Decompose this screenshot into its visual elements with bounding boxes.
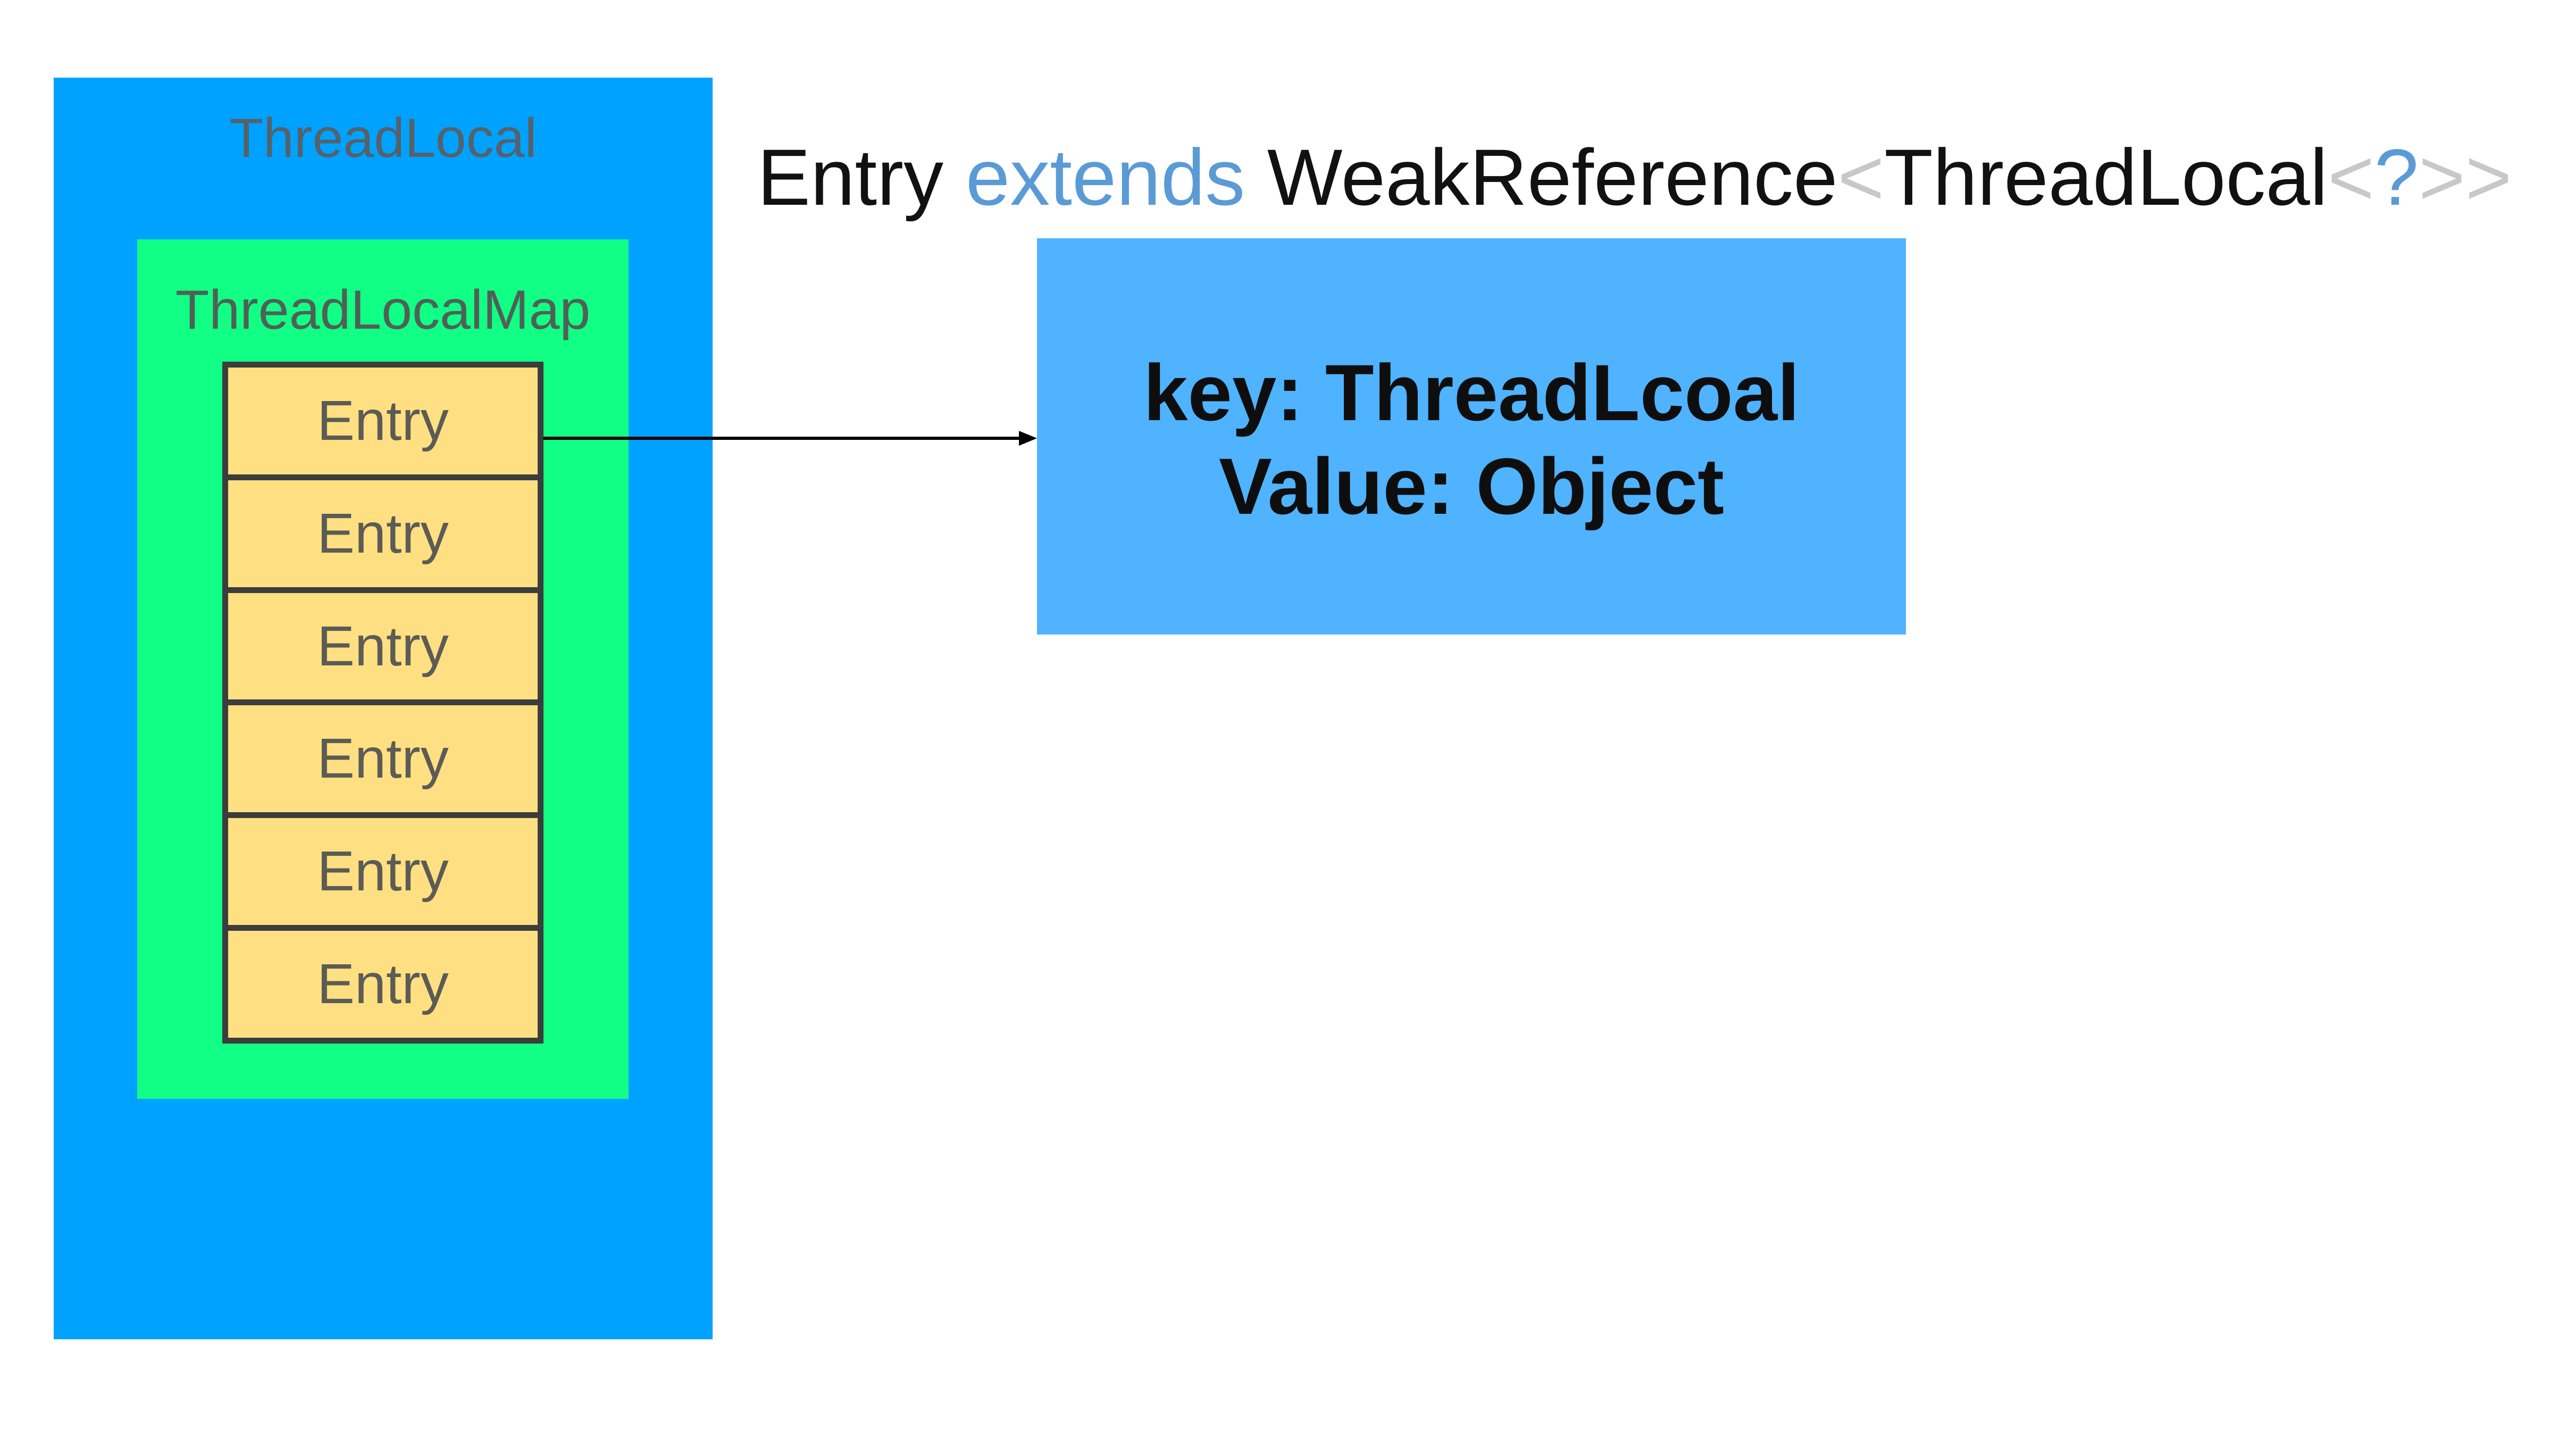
signature-class-name: Entry [757,132,944,222]
entry-cell: Entry [317,389,449,452]
entry-cell: Entry [228,925,538,1038]
entry-detail-text: key: ThreadLcoal Value: Object [1037,346,1906,533]
signature-parent: WeakReference [1267,132,1838,222]
entry-cell: Entry [228,812,538,925]
entry-key-line: key: ThreadLcoal [1143,348,1800,437]
entry-class-signature: Entry extends WeakReference<ThreadLocal<… [757,127,2512,228]
entry-table: Entry Entry Entry Entry Entry Entry [222,362,543,1044]
entry-cell: Entry [228,587,538,700]
signature-wildcard: ? [2374,132,2419,222]
threadlocalmap-label: ThreadLocalMap [175,279,591,341]
signature-inner-open: < [2328,132,2374,222]
threadlocal-label: ThreadLocal [229,107,537,169]
entry-value-line: Value: Object [1218,441,1725,531]
entry-cell: Entry [228,474,538,587]
signature-type-arg: ThreadLocal [1884,132,2328,222]
signature-open-bracket: < [1837,132,1885,222]
arrow-head [1019,431,1037,446]
entry-cell: Entry [228,699,538,812]
entry-detail-box [1037,238,1906,635]
signature-close-brackets: >> [2419,132,2512,222]
signature-keyword: extends [965,132,1245,222]
